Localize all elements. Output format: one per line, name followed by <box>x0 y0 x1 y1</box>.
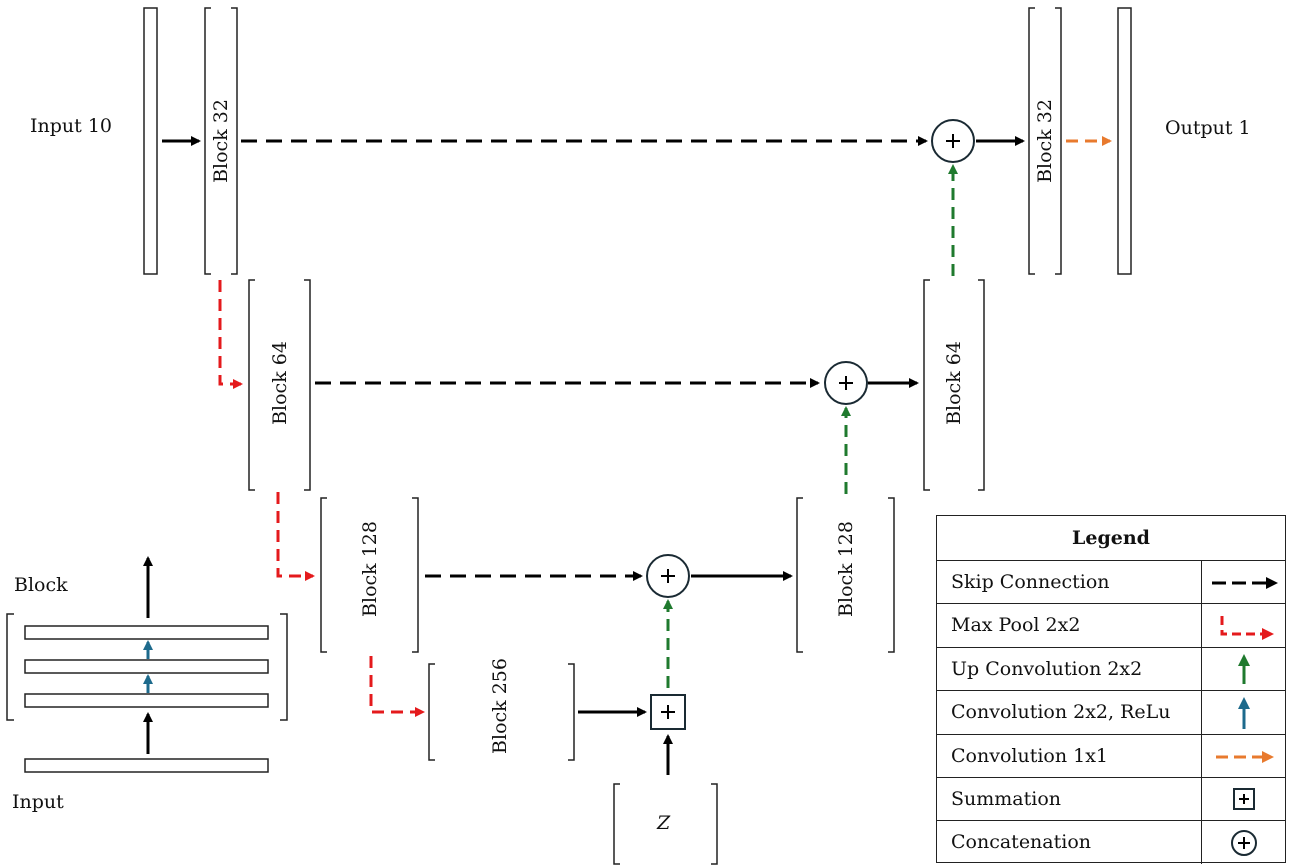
legend-row-max-pool: Max Pool 2x2 <box>937 604 1287 648</box>
legend-row-convolution-1x1: Convolution 1x1 <box>937 734 1287 778</box>
inset-block-label: Block <box>14 574 68 596</box>
enc-block-32-label: Block 32 <box>210 99 232 183</box>
output-feature-map <box>1117 7 1132 275</box>
enc-block-128-label: Block 128 <box>359 521 381 617</box>
dec-block-64-label: Block 64 <box>943 341 965 425</box>
legend-label: Up Convolution 2x2 <box>951 657 1143 680</box>
enc-block-128-bracket <box>320 497 419 653</box>
enc-block-32-bracket <box>204 7 238 275</box>
latent-z-bracket <box>613 783 718 865</box>
dec-block-64-bracket <box>923 279 985 491</box>
dec-block-32-label: Block 32 <box>1034 99 1056 183</box>
up-convolution-arrow-icon <box>1201 647 1287 691</box>
dec-block-32-bracket <box>1028 7 1062 275</box>
max-pool-64-to-128 <box>276 492 315 581</box>
concatenation-node-128 <box>646 554 690 598</box>
legend-title: Legend <box>937 516 1285 561</box>
legend-row-skip-connection: Skip Connection <box>937 561 1287 605</box>
input-10-label: Input 10 <box>30 115 112 137</box>
inset-layer-3 <box>24 693 269 708</box>
inset-layer-2 <box>24 659 269 674</box>
legend-row-convolution-relu: Convolution 2x2, ReLu <box>937 691 1287 735</box>
legend-label: Convolution 2x2, ReLu <box>951 701 1171 724</box>
summation-icon <box>1201 777 1287 821</box>
legend-label: Concatenation <box>951 831 1092 854</box>
inset-input-label: Input <box>12 791 64 813</box>
summation-node <box>650 694 686 730</box>
output-1-label: Output 1 <box>1165 117 1251 139</box>
legend-label: Convolution 1x1 <box>951 744 1109 767</box>
legend-row-up-convolution: Up Convolution 2x2 <box>937 647 1287 692</box>
legend-row-summation: Summation <box>937 777 1287 822</box>
max-pool-128-to-256 <box>369 656 425 717</box>
dec-block-128-bracket <box>796 497 895 653</box>
latent-z-label: Z <box>657 812 671 834</box>
legend-label: Skip Connection <box>951 571 1110 593</box>
legend-label: Max Pool 2x2 <box>951 614 1081 637</box>
convolution-1x1-arrow-icon <box>1201 734 1287 778</box>
concatenation-node-32 <box>931 119 975 163</box>
bottleneck-block-256-label: Block 256 <box>489 658 511 754</box>
skip-connection-arrow-icon <box>1201 561 1287 604</box>
max-pool-arrow-icon <box>1201 604 1287 648</box>
inset-bracket <box>6 613 288 721</box>
concatenation-icon <box>1201 821 1287 865</box>
legend-panel: Legend Skip Connection Max Pool 2x2 Up C… <box>936 515 1287 865</box>
inset-input-layer <box>24 758 269 773</box>
max-pool-32-to-64 <box>218 280 243 389</box>
input-feature-map <box>143 7 158 275</box>
bottleneck-block-256-bracket <box>428 663 575 761</box>
concatenation-node-64 <box>824 361 868 405</box>
enc-block-64-label: Block 64 <box>269 341 291 425</box>
convolution-relu-arrow-icon <box>1201 691 1287 735</box>
legend-row-concatenation: Concatenation <box>937 821 1287 865</box>
block-inset <box>6 556 288 773</box>
inset-layer-1 <box>24 625 269 640</box>
dec-block-128-label: Block 128 <box>835 521 857 617</box>
enc-block-64-bracket <box>248 279 311 491</box>
legend-label: Summation <box>951 787 1062 810</box>
